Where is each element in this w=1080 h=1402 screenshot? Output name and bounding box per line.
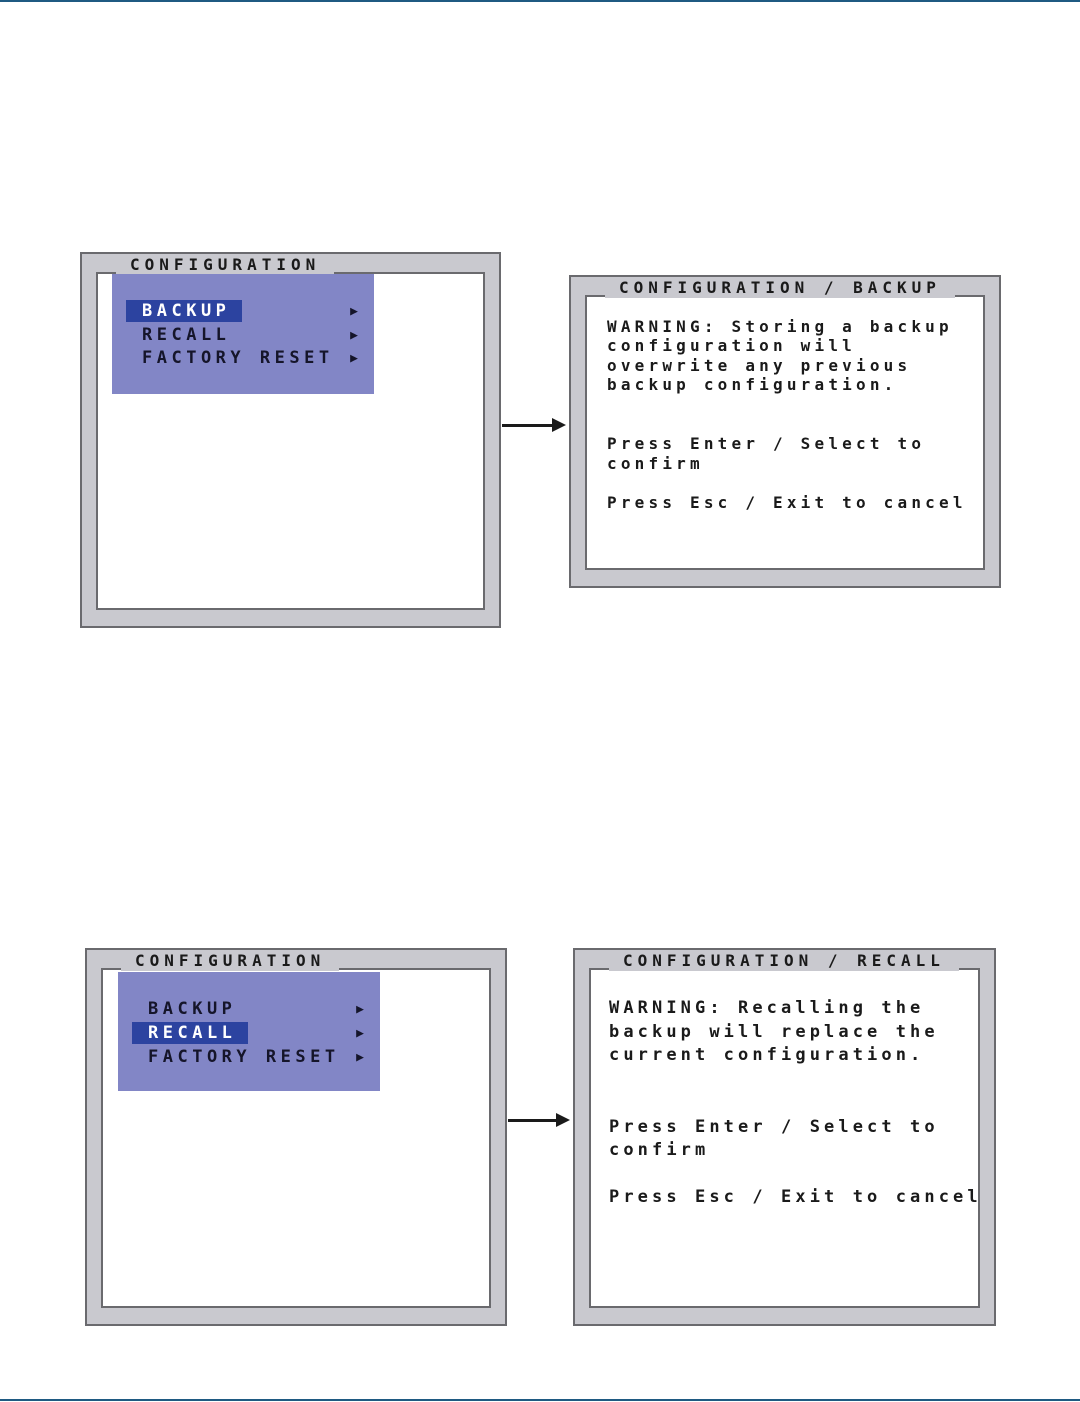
arrow-right-icon: ▶ <box>356 1026 364 1041</box>
arrow-right-icon: ▶ <box>356 1002 364 1017</box>
dialog-title: CONFIGURATION / RECALL <box>609 950 959 971</box>
confirm-instruction: Press Enter / Select to <box>607 434 926 453</box>
menu-item-recall[interactable]: RECALL ▶ <box>126 324 366 346</box>
configuration-window-b: CONFIGURATION BACKUP ▶ RECALL ▶ FACTORY … <box>85 948 507 1326</box>
menu-item-label: FACTORY RESET <box>148 1047 340 1067</box>
warning-line: current configuration. <box>609 1045 925 1065</box>
bottom-rule <box>0 1399 1080 1401</box>
menu-item-label: BACKUP <box>148 999 237 1019</box>
arrow-right-icon: ▶ <box>356 1050 364 1065</box>
warning-line: backup configuration. <box>607 375 898 394</box>
configuration-menu: BACKUP ▶ RECALL ▶ FACTORY RESET ▶ <box>118 972 380 1091</box>
confirm-instruction: Press Enter / Select to <box>609 1117 939 1137</box>
menu-item-factory-reset[interactable]: FACTORY RESET ▶ <box>132 1046 372 1068</box>
menu-item-backup[interactable]: BACKUP ▶ <box>126 300 366 322</box>
recall-dialog: CONFIGURATION / RECALL WARNING: Recallin… <box>573 948 996 1326</box>
cancel-instruction: Press Esc / Exit to cancel <box>609 1187 982 1207</box>
dialog-title: CONFIGURATION / BACKUP <box>605 277 955 298</box>
configuration-window-a: CONFIGURATION BACKUP ▶ RECALL ▶ FACTORY … <box>80 252 501 628</box>
cancel-instruction: Press Esc / Exit to cancel <box>607 493 967 512</box>
warning-line: overwrite any previous <box>607 356 912 375</box>
backup-dialog: CONFIGURATION / BACKUP WARNING: Storing … <box>569 275 1001 588</box>
menu-item-factory-reset[interactable]: FACTORY RESET ▶ <box>126 347 366 369</box>
menu-item-backup[interactable]: BACKUP ▶ <box>132 998 372 1020</box>
warning-line: WARNING: Storing a backup <box>607 317 953 336</box>
arrow-right-icon: ▶ <box>350 351 358 366</box>
confirm-instruction: confirm <box>609 1140 710 1160</box>
arrow-right-icon: ▶ <box>350 328 358 343</box>
menu-item-recall[interactable]: RECALL ▶ <box>132 1022 372 1044</box>
menu-item-label: RECALL <box>142 325 231 345</box>
top-rule <box>0 0 1080 2</box>
window-title: CONFIGURATION <box>116 254 335 275</box>
menu-item-label: BACKUP <box>126 300 243 322</box>
dialog-inner <box>585 295 985 570</box>
window-title: CONFIGURATION <box>121 950 340 971</box>
warning-line: WARNING: Recalling the <box>609 998 925 1018</box>
menu-item-label: RECALL <box>132 1022 249 1044</box>
warning-line: backup will replace the <box>609 1022 939 1042</box>
arrow-right-icon <box>508 1113 570 1127</box>
menu-item-label: FACTORY RESET <box>142 348 334 368</box>
arrow-right-icon <box>502 418 566 432</box>
warning-line: configuration will <box>607 336 856 355</box>
configuration-menu: BACKUP ▶ RECALL ▶ FACTORY RESET ▶ <box>112 274 374 394</box>
confirm-instruction: confirm <box>607 454 704 473</box>
dialog-inner <box>589 968 980 1308</box>
arrow-right-icon: ▶ <box>350 304 358 319</box>
